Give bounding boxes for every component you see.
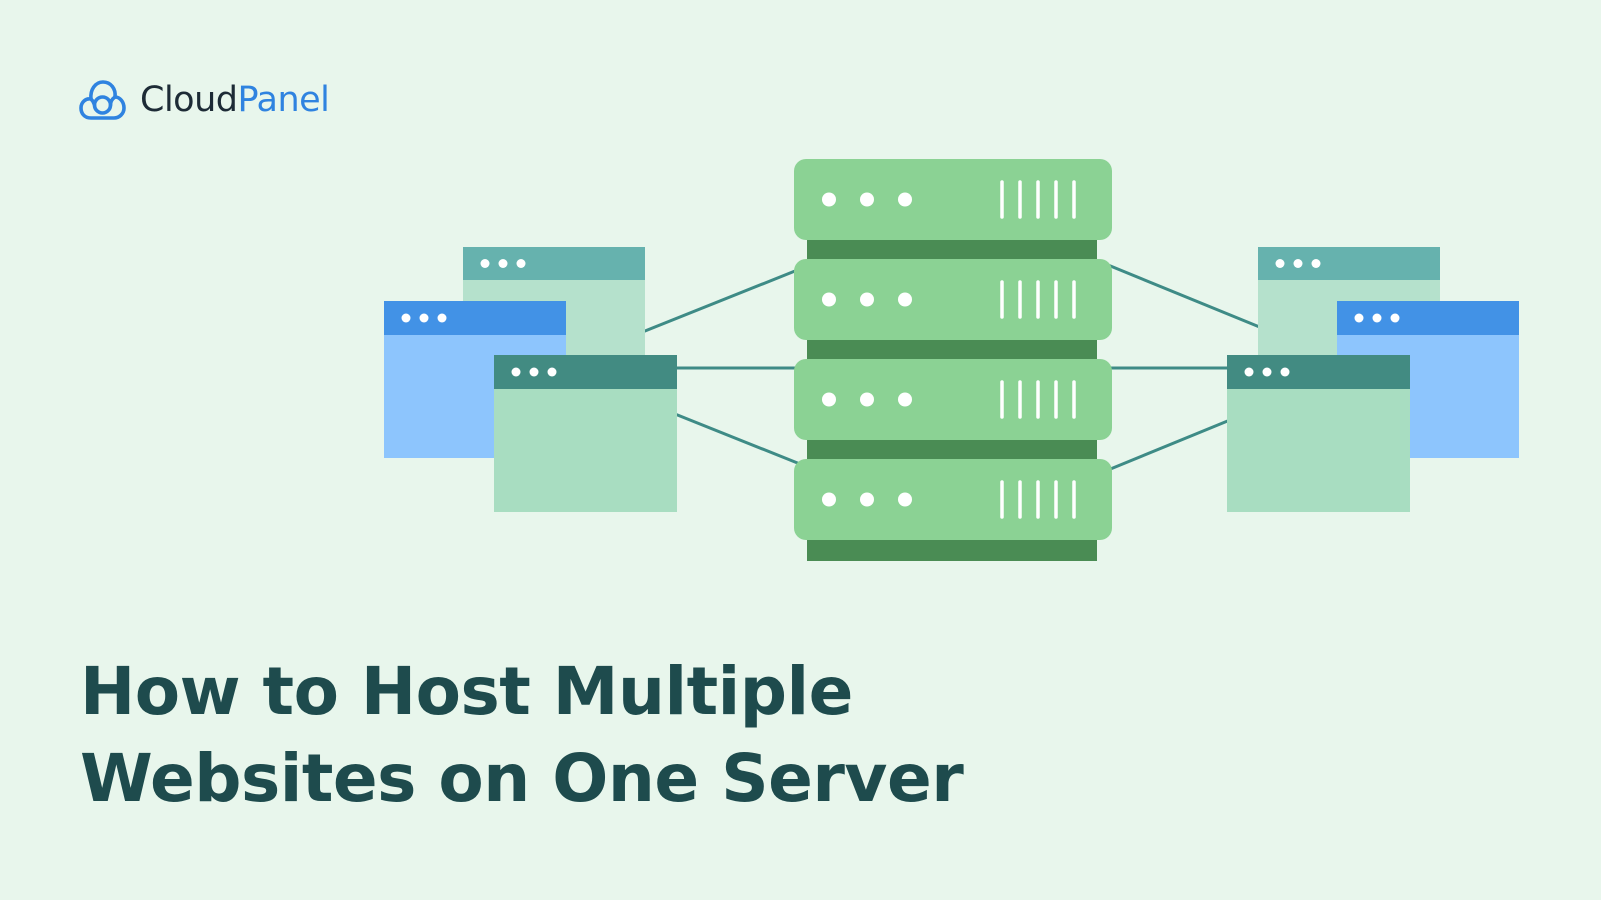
connector-line	[1107, 263, 1263, 330]
server-unit	[794, 159, 1112, 240]
page-headline: How to Host Multiple Websites on One Ser…	[80, 648, 964, 822]
hosting-illustration	[384, 159, 1519, 561]
connector-lines	[634, 263, 1263, 472]
brand-logo[interactable]: CloudPanel	[79, 78, 330, 122]
server-unit	[794, 459, 1112, 540]
connector-line	[1107, 418, 1231, 472]
brand-name-part-cloud: Cloud	[140, 80, 238, 120]
brand-name: CloudPanel	[140, 78, 330, 122]
browser-window-icon	[1227, 355, 1410, 512]
headline-line-2: Websites on One Server	[80, 740, 964, 817]
server-unit	[794, 259, 1112, 340]
browser-window-icon	[494, 355, 677, 512]
server-unit	[794, 359, 1112, 440]
server-rack-icon	[794, 159, 1112, 561]
connector-line	[669, 410, 801, 466]
headline-line-1: How to Host Multiple	[80, 653, 853, 730]
connector-line	[634, 269, 796, 337]
brand-name-part-panel: Panel	[237, 80, 330, 120]
cloud-logo-icon	[79, 80, 126, 120]
